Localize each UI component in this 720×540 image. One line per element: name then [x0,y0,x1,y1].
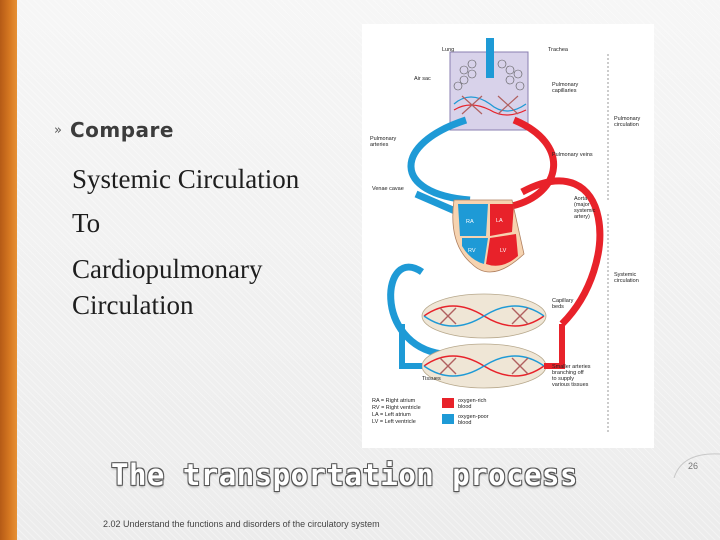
label-smaller-arteries-2: branching off [552,370,584,376]
capillary-net-lower [423,355,545,377]
right-ventricle [462,238,488,264]
left-accent-bar [0,0,17,540]
label-tissues: Tissues [422,376,441,382]
svg-text:LV = Left ventricle: LV = Left ventricle [372,419,416,425]
smaller-arteries-path [544,324,565,369]
svg-text:oxygen-rich: oxygen-rich [458,398,486,404]
label-lv: LV [500,248,507,254]
label-capillary-beds-2: beds [552,304,564,310]
bullet-marker: » [54,122,62,138]
label-aorta-2: (major [574,202,590,208]
pulmonary-vein-path [511,116,558,210]
slide-title: The transportation process [111,458,578,492]
bullet-text: Compare [69,118,174,142]
label-la: LA [496,218,503,224]
svg-text:RV = Right ventricle: RV = Right ventricle [372,405,421,411]
svg-text:blood: blood [458,420,471,426]
left-atrium [490,204,514,236]
label-trachea: Trachea [548,47,569,53]
label-aorta-4: artery) [574,214,590,220]
label-pulmonary-circulation-1: Pulmonary [614,116,641,122]
label-systemic-circulation-2: circulation [614,278,639,284]
alveoli-left [453,59,477,91]
label-pulmonary-veins: Pulmonary veins [552,152,593,158]
svg-text:blood: blood [458,404,471,410]
trachea-shape [486,38,494,78]
vena-cava-lower [387,263,443,358]
footer-text: 2.02 Understand the functions and disord… [103,519,380,529]
label-pulmonary-circulation-2: circulation [614,122,639,128]
aorta-path [520,177,604,327]
heading-line-2: To [72,208,101,238]
heading-line-4: Circulation [72,290,194,320]
pulmonary-capillaries [453,95,527,116]
right-atrium [458,204,488,236]
label-pulmonary-capillaries-2: capillaries [552,88,577,94]
label-air-sac: Air sac [414,76,431,82]
legend-swatch-oxygen-poor [442,414,454,424]
bullet-item: » Compare [54,118,174,142]
heading-line-1: Systemic Circulation [72,164,300,194]
label-pulmonary-arteries-2: arteries [370,142,389,148]
svg-text:LA = Left atrium: LA = Left atrium [372,412,411,418]
label-systemic-circulation-1: Systemic [614,272,637,278]
label-smaller-arteries-4: various tissues [552,382,589,388]
color-legend: oxygen-rich blood oxygen-poor blood [458,398,489,426]
svg-text:RA = Right atrium: RA = Right atrium [372,398,416,404]
page-number-ornament [673,453,720,479]
label-ra: RA [466,219,474,225]
left-ventricle [486,234,518,266]
label-venae-cavae: Venae cavae [372,186,404,192]
label-smaller-arteries-3: to supply [552,376,574,382]
capillary-net-upper [423,305,545,327]
label-rv: RV [468,248,476,254]
label-pulmonary-arteries-1: Pulmonary [370,136,397,142]
legend-swatch-oxygen-rich [442,398,454,408]
svg-text:oxygen-poor: oxygen-poor [458,414,489,420]
systemic-vein-path [399,324,422,369]
circulation-diagram: Lung Trachea Air sac Pulmonary capillari… [362,24,654,448]
label-aorta-1: Aorta [574,196,588,202]
label-pulmonary-capillaries-1: Pulmonary [552,82,579,88]
abbreviation-legend: RA = Right atrium RV = Right ventricle L… [372,398,421,425]
pulmonary-artery-path [407,116,471,204]
label-capillary-beds-1: Capillary [552,298,574,304]
page-number: 26 [688,461,699,471]
alveoli-right [497,59,525,91]
label-lung: Lung [442,47,454,53]
label-smaller-arteries-1: Smaller arteries [552,364,591,370]
label-aorta-3: systemic [574,208,596,214]
heading-line-3: Cardiopulmonary [72,254,263,284]
